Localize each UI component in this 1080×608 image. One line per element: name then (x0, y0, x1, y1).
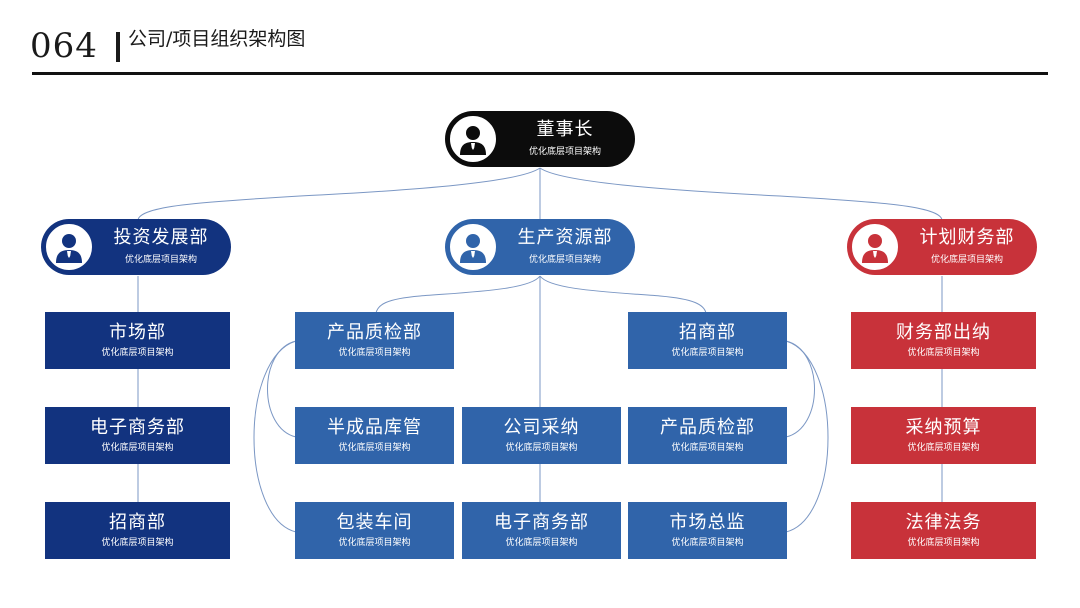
person-icon (448, 222, 498, 272)
node-subtitle: 优化底层项目架构 (907, 348, 980, 358)
node-title: 招商部 (679, 322, 736, 343)
node-subtitle: 优化底层项目架构 (930, 255, 1003, 265)
node-subtitle: 优化底层项目架构 (338, 443, 411, 453)
node-subtitle: 优化底层项目架构 (505, 443, 578, 453)
node-title: 半成品库管 (327, 417, 422, 438)
node-packaging-workshop[interactable]: 包装车间 优化底层项目架构 (295, 502, 454, 559)
connector-m2-m5-curve (785, 340, 815, 438)
title-accent-bar (116, 32, 120, 62)
slide-number: 064 (30, 26, 98, 66)
node-title: 投资发展部 (113, 227, 209, 248)
node-title: 产品质检部 (660, 417, 755, 438)
node-title: 电子商务部 (494, 512, 589, 533)
node-title: 市场总监 (669, 512, 746, 533)
node-chairman[interactable]: 董事长 优化底层项目架构 (445, 111, 635, 167)
connector-mid-m1 (375, 275, 541, 314)
node-subtitle: 优化底层项目架构 (101, 443, 174, 453)
node-procurement[interactable]: 公司采纳 优化底层项目架构 (462, 407, 621, 464)
node-subtitle: 优化底层项目架构 (907, 538, 980, 548)
node-title: 产品质检部 (327, 322, 422, 343)
node-ecommerce-dept[interactable]: 电子商务部 优化底层项目架构 (45, 407, 230, 464)
node-subtitle: 优化底层项目架构 (101, 348, 174, 358)
node-legal-affairs[interactable]: 法律法务 优化底层项目架构 (851, 502, 1036, 559)
person-icon (44, 222, 94, 272)
node-quality-dept[interactable]: 产品质检部 优化底层项目架构 (295, 312, 454, 369)
node-subtitle: 优化底层项目架构 (528, 255, 601, 265)
node-title: 法律法务 (905, 512, 982, 533)
node-subtitle: 优化底层项目架构 (124, 255, 197, 265)
node-investment-dept[interactable]: 投资发展部 优化底层项目架构 (41, 219, 231, 275)
node-subtitle: 优化底层项目架构 (671, 443, 744, 453)
node-market-director[interactable]: 市场总监 优化底层项目架构 (628, 502, 787, 559)
node-title: 采纳预算 (905, 417, 982, 438)
node-subtitle: 优化底层项目架构 (338, 348, 411, 358)
node-subtitle: 优化底层项目架构 (528, 147, 601, 157)
node-subtitle: 优化底层项目架构 (671, 348, 744, 358)
node-market-dept[interactable]: 市场部 优化底层项目架构 (45, 312, 230, 369)
node-title: 生产资源部 (517, 227, 613, 248)
node-title: 计划财务部 (919, 227, 1015, 248)
connector-m1-m3-curve (267, 340, 297, 438)
node-title: 财务部出纳 (896, 322, 991, 343)
node-quality-dept-2[interactable]: 产品质检部 优化底层项目架构 (628, 407, 787, 464)
node-semi-finished-storage[interactable]: 半成品库管 优化底层项目架构 (295, 407, 454, 464)
node-subtitle: 优化底层项目架构 (338, 538, 411, 548)
connector-root-left (137, 167, 541, 221)
node-merchant-dept[interactable]: 招商部 优化底层项目架构 (45, 502, 230, 559)
connector-m1-m6-curve (253, 340, 297, 533)
node-subtitle: 优化底层项目架构 (671, 538, 744, 548)
node-merchant-dept-mid[interactable]: 招商部 优化底层项目架构 (628, 312, 787, 369)
node-subtitle: 优化底层项目架构 (907, 443, 980, 453)
node-title: 电子商务部 (90, 417, 185, 438)
page-title: 公司/项目组织架构图 (128, 28, 306, 50)
node-finance-dept[interactable]: 计划财务部 优化底层项目架构 (847, 219, 1037, 275)
node-production-dept[interactable]: 生产资源部 优化底层项目架构 (445, 219, 635, 275)
node-title: 董事长 (536, 119, 594, 140)
node-title: 公司采纳 (503, 417, 580, 438)
connector-root-right (539, 167, 943, 221)
person-icon (448, 114, 498, 164)
node-procurement-budget[interactable]: 采纳预算 优化底层项目架构 (851, 407, 1036, 464)
node-cashier[interactable]: 财务部出纳 优化底层项目架构 (851, 312, 1036, 369)
node-title: 包装车间 (336, 512, 413, 533)
connector-mid-m2 (539, 275, 707, 314)
node-ecommerce-dept-mid[interactable]: 电子商务部 优化底层项目架构 (462, 502, 621, 559)
person-icon (850, 222, 900, 272)
node-title: 招商部 (109, 512, 166, 533)
node-subtitle: 优化底层项目架构 (101, 538, 174, 548)
connector-m2-m8-curve (785, 340, 829, 533)
node-title: 市场部 (109, 322, 166, 343)
node-subtitle: 优化底层项目架构 (505, 538, 578, 548)
header-divider (32, 72, 1048, 75)
